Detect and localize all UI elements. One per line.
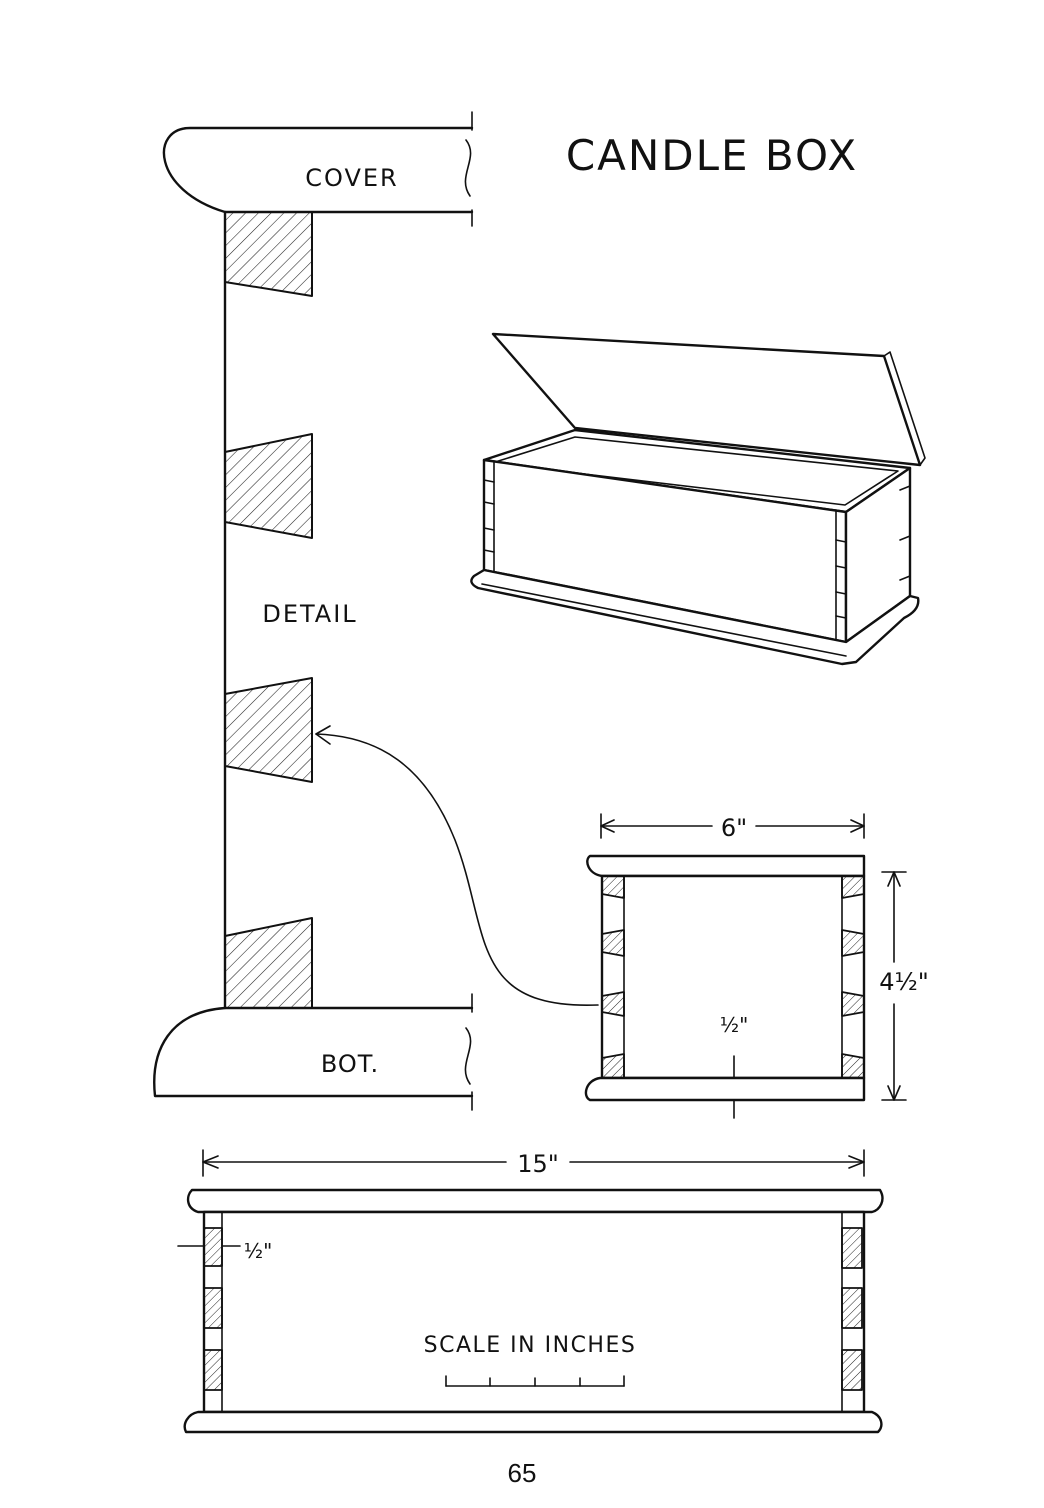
detail-leader-line <box>316 734 598 1005</box>
detail-section: COVER DETAIL BOT. <box>154 112 598 1110</box>
bottom-break-mark <box>465 994 472 1110</box>
dovetail-half-dimension: ½" <box>244 1239 273 1263</box>
end-top-moulding <box>587 856 864 876</box>
end-bottom-moulding <box>586 1078 864 1100</box>
front-view: 15" ½" SCALE IN INCHES <box>178 1150 882 1432</box>
dovetail-1 <box>225 212 312 296</box>
front-top-moulding <box>188 1190 882 1212</box>
front-body <box>204 1212 864 1412</box>
length-dimension: 15" <box>517 1150 559 1178</box>
inner-half-dimension: ½" <box>720 1013 749 1037</box>
height-dimension: 4½" <box>879 968 929 996</box>
bottom-moulding <box>154 1008 472 1096</box>
front-bottom-moulding <box>185 1412 882 1432</box>
width-dimension: 6" <box>721 814 747 842</box>
cover-label: COVER <box>305 164 398 192</box>
dovetail-3 <box>225 678 312 782</box>
dovetail-4 <box>225 918 312 1008</box>
bottom-label: BOT. <box>321 1050 379 1078</box>
page-number: 65 <box>0 1458 1044 1489</box>
end-body <box>602 876 864 1078</box>
dovetail-2 <box>225 434 312 538</box>
diagram-title: CANDLE BOX <box>566 131 858 180</box>
detail-label: DETAIL <box>262 600 357 628</box>
perspective-view <box>471 334 925 664</box>
end-view: 6" ½" 4½" <box>586 814 929 1118</box>
scale-label: SCALE IN INCHES <box>424 1333 637 1358</box>
